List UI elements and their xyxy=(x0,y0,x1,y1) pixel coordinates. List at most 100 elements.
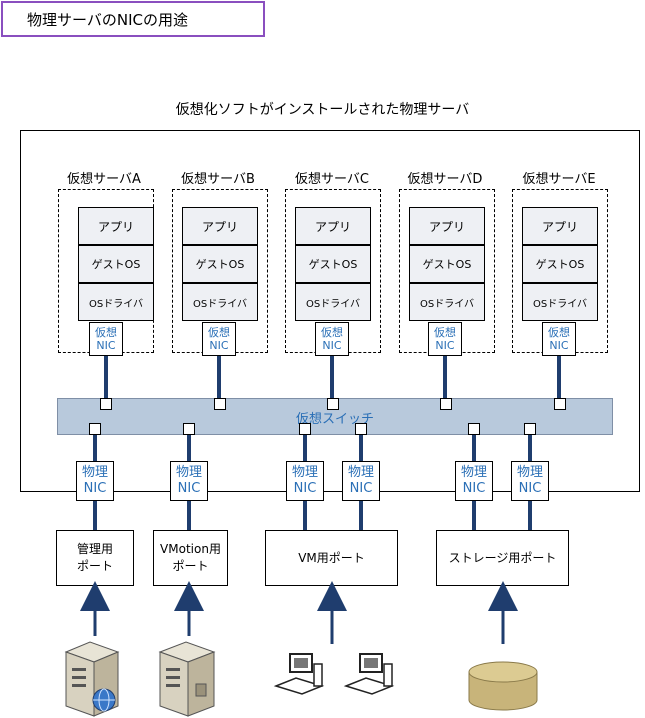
diagram-title-text: 物理サーバのNICの用途 xyxy=(27,10,188,29)
app-layer: アプリ xyxy=(295,207,371,245)
storage-disk-icon xyxy=(468,661,538,711)
vnic-link-a xyxy=(104,356,108,400)
vnic-link-c xyxy=(330,356,334,400)
switch-port-lower xyxy=(468,423,480,435)
os-driver-layer: OSドライバ xyxy=(522,283,598,321)
vnic-link-e xyxy=(557,356,561,400)
physical-nic-label: 物理 xyxy=(81,465,108,480)
pc-icon xyxy=(343,653,395,695)
app-layer: アプリ xyxy=(522,207,598,245)
os-driver-layer: OSドライバ xyxy=(78,283,154,321)
physical-nic-label: NIC xyxy=(518,481,542,496)
virtual-nic-label: NIC xyxy=(322,339,342,352)
switch-port-upper xyxy=(440,398,452,410)
pnic-to-port-link xyxy=(93,501,97,530)
physical-nic-label: 物理 xyxy=(291,465,318,480)
os-driver-layer: OSドライバ xyxy=(295,283,371,321)
virtual-switch-label: 仮想スイッチ xyxy=(295,412,374,427)
switch-to-pnic-link xyxy=(187,435,191,461)
vm-label-d: 仮想サーバD xyxy=(407,172,483,187)
switch-port-upper xyxy=(554,398,566,410)
virtual-nic-label: 仮想 xyxy=(95,326,117,339)
guest-os-layer: ゲストOS xyxy=(295,245,371,283)
physical-nic-label: NIC xyxy=(293,481,317,496)
os-driver-layer: OSドライバ xyxy=(409,283,485,321)
physical-nic-label: NIC xyxy=(177,481,201,496)
virtual-nic-label: 仮想 xyxy=(434,326,456,339)
pc-icon xyxy=(273,653,325,695)
vm-label-c: 仮想サーバC xyxy=(295,172,369,187)
virtual-nic-label: 仮想 xyxy=(548,326,570,339)
vmotion-port-label: VMotion用 xyxy=(160,542,221,556)
mgmt-port-label: 管理用 xyxy=(76,542,113,556)
host-caption: 仮想化ソフトがインストールされた物理サーバ xyxy=(175,102,470,118)
virtual-nic-label: 仮想 xyxy=(208,326,230,339)
physical-nic-label: NIC xyxy=(462,481,486,496)
server-icon xyxy=(158,641,216,717)
switch-to-pnic-link xyxy=(303,435,307,461)
guest-os-layer: ゲストOS xyxy=(182,245,258,283)
switch-to-pnic-link xyxy=(93,435,97,461)
switch-port-upper xyxy=(100,398,112,410)
mgmt-port-box: 管理用 ポート xyxy=(56,530,134,586)
vm-label-e: 仮想サーバE xyxy=(522,172,596,187)
guest-os-layer: ゲストOS xyxy=(409,245,485,283)
physical-nic-label: 物理 xyxy=(460,465,487,480)
switch-port-lower xyxy=(355,423,367,435)
storage-port-label: ストレージ用ポート xyxy=(448,550,557,565)
pnic-to-port-link xyxy=(187,501,191,530)
server-globe-icon xyxy=(64,641,120,717)
vnic-link-d xyxy=(443,356,447,400)
pnic-to-port-link xyxy=(472,501,476,530)
app-layer: アプリ xyxy=(409,207,485,245)
virtual-nic-label: NIC xyxy=(549,339,569,352)
app-layer: アプリ xyxy=(182,207,258,245)
switch-port-upper xyxy=(327,398,339,410)
physical-nic-label: 物理 xyxy=(175,465,202,480)
diagram-title: 物理サーバのNICの用途 xyxy=(1,1,265,37)
vnic-link-b xyxy=(217,356,221,400)
virtual-nic-label: NIC xyxy=(435,339,455,352)
physical-nic-label: NIC xyxy=(349,481,373,496)
guest-os-layer: ゲストOS xyxy=(522,245,598,283)
vm-label-b: 仮想サーバB xyxy=(181,172,255,187)
physical-nic-label: NIC xyxy=(83,481,107,496)
vmotion-port-label: ポート xyxy=(172,559,209,573)
virtual-nic-label: NIC xyxy=(96,339,116,352)
switch-to-pnic-link xyxy=(472,435,476,461)
switch-port-upper xyxy=(214,398,226,410)
pnic-to-port-link xyxy=(359,501,363,530)
guest-os-layer: ゲストOS xyxy=(78,245,154,283)
vm-port-box: VM用ポート xyxy=(265,530,398,586)
pnic-to-port-link xyxy=(303,501,307,530)
os-driver-layer: OSドライバ xyxy=(182,283,258,321)
switch-port-lower xyxy=(524,423,536,435)
switch-port-lower xyxy=(183,423,195,435)
switch-to-pnic-link xyxy=(528,435,532,461)
storage-port-box: ストレージ用ポート xyxy=(436,530,569,586)
virtual-nic-label: NIC xyxy=(209,339,229,352)
vm-label-a: 仮想サーバA xyxy=(67,172,141,187)
switch-to-pnic-link xyxy=(359,435,363,461)
pnic-to-port-link xyxy=(528,501,532,530)
switch-port-lower xyxy=(299,423,311,435)
app-layer: アプリ xyxy=(78,207,154,245)
switch-port-lower xyxy=(89,423,101,435)
vm-port-label: VM用ポート xyxy=(298,550,365,565)
mgmt-port-label: ポート xyxy=(76,559,113,573)
physical-nic-label: 物理 xyxy=(516,465,543,480)
virtual-nic-label: 仮想 xyxy=(321,326,343,339)
physical-nic-label: 物理 xyxy=(347,465,374,480)
